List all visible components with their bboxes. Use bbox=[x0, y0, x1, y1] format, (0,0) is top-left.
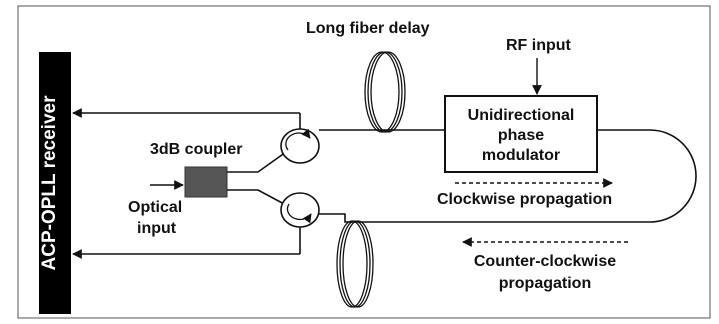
fiber-delay-label: Long fiber delay bbox=[306, 20, 430, 37]
circulator-icon bbox=[280, 192, 320, 228]
rf-input-label: RF input bbox=[506, 37, 572, 54]
modulator-label-line2: phase bbox=[498, 127, 544, 144]
coupler-label: 3dB coupler bbox=[150, 141, 242, 158]
modulator-label-line3: modulator bbox=[482, 147, 560, 164]
optical-input-label-line2: input bbox=[137, 220, 177, 237]
coupler-upper-fiber bbox=[227, 151, 287, 173]
coupler-block bbox=[184, 166, 228, 198]
receiver-label: ACP-OPLL receiver bbox=[39, 95, 60, 271]
modulator-label-line1: Unidirectional bbox=[468, 107, 575, 124]
ccw-label-line1: Counter-clockwise bbox=[474, 253, 616, 270]
circulator-icon bbox=[280, 128, 320, 164]
coupler-lower-fiber bbox=[227, 189, 287, 206]
fiber-coil-icon bbox=[336, 220, 374, 308]
optical-input-label-line1: Optical bbox=[128, 199, 182, 216]
lower-fiber-run bbox=[319, 213, 616, 223]
ccw-label-line2: propagation bbox=[499, 275, 591, 292]
phase-modulator-box bbox=[444, 95, 598, 173]
fiber-loop-return bbox=[597, 129, 697, 223]
clockwise-label: Clockwise propagation bbox=[437, 191, 612, 208]
acp-opll-receiver: ACP-OPLL receiver bbox=[39, 52, 71, 314]
diagram-frame bbox=[17, 5, 711, 319]
fiber-coil-icon bbox=[364, 51, 406, 133]
